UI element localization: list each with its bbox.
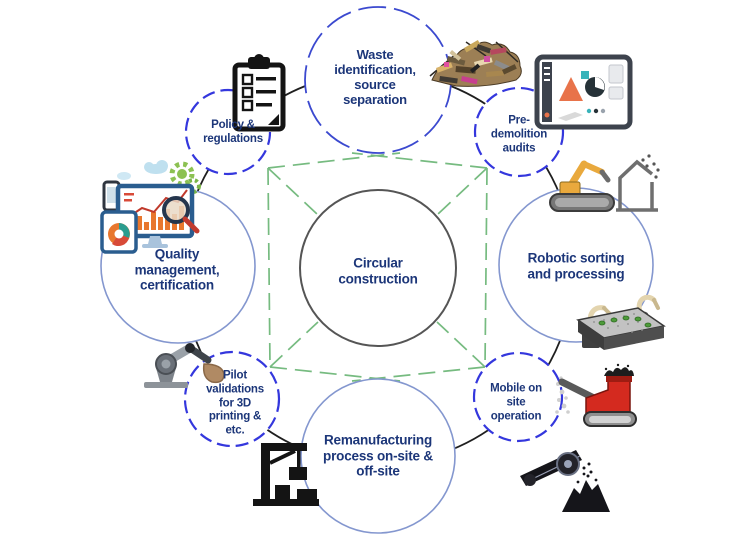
policy-node-label: Policy & regulations: [203, 119, 263, 145]
demolition-excavator-icon: [549, 154, 660, 212]
clipboard-icon: [232, 54, 286, 132]
sorting-conveyor-icon: [576, 294, 666, 350]
quality-node-label: Quality management, certification: [134, 246, 220, 293]
green-link-lines: [267, 152, 488, 382]
analytics-dashboard-icon: [100, 160, 201, 254]
pilot-node-label: Pilot validations for 3D printing & etc.: [206, 369, 264, 437]
mobile-crusher-icon: [555, 363, 637, 427]
factory-crane-icon: [253, 443, 319, 506]
remanufacturing-node-label: Remanufacturing process on-site & off-si…: [323, 432, 433, 479]
center-node-label: Circular construction: [338, 255, 418, 286]
robotic-node-label: Robotic sorting and processing: [527, 250, 625, 281]
waste-node-label: Waste identification, source separation: [334, 46, 416, 108]
remanufacturing-node-circle: [300, 378, 456, 534]
crushing-plant-icon: [520, 450, 610, 512]
robotic-arm-icon: [144, 343, 225, 388]
mobile-node-label: Mobile on site operation: [490, 382, 542, 422]
audit-software-icon: [534, 54, 633, 130]
pre-demolition-node-label: Pre- demolition audits: [490, 114, 548, 154]
waste-pile-icon: [429, 40, 522, 87]
mobile-node-circle: [472, 351, 564, 443]
center-node-circle: [299, 189, 457, 347]
